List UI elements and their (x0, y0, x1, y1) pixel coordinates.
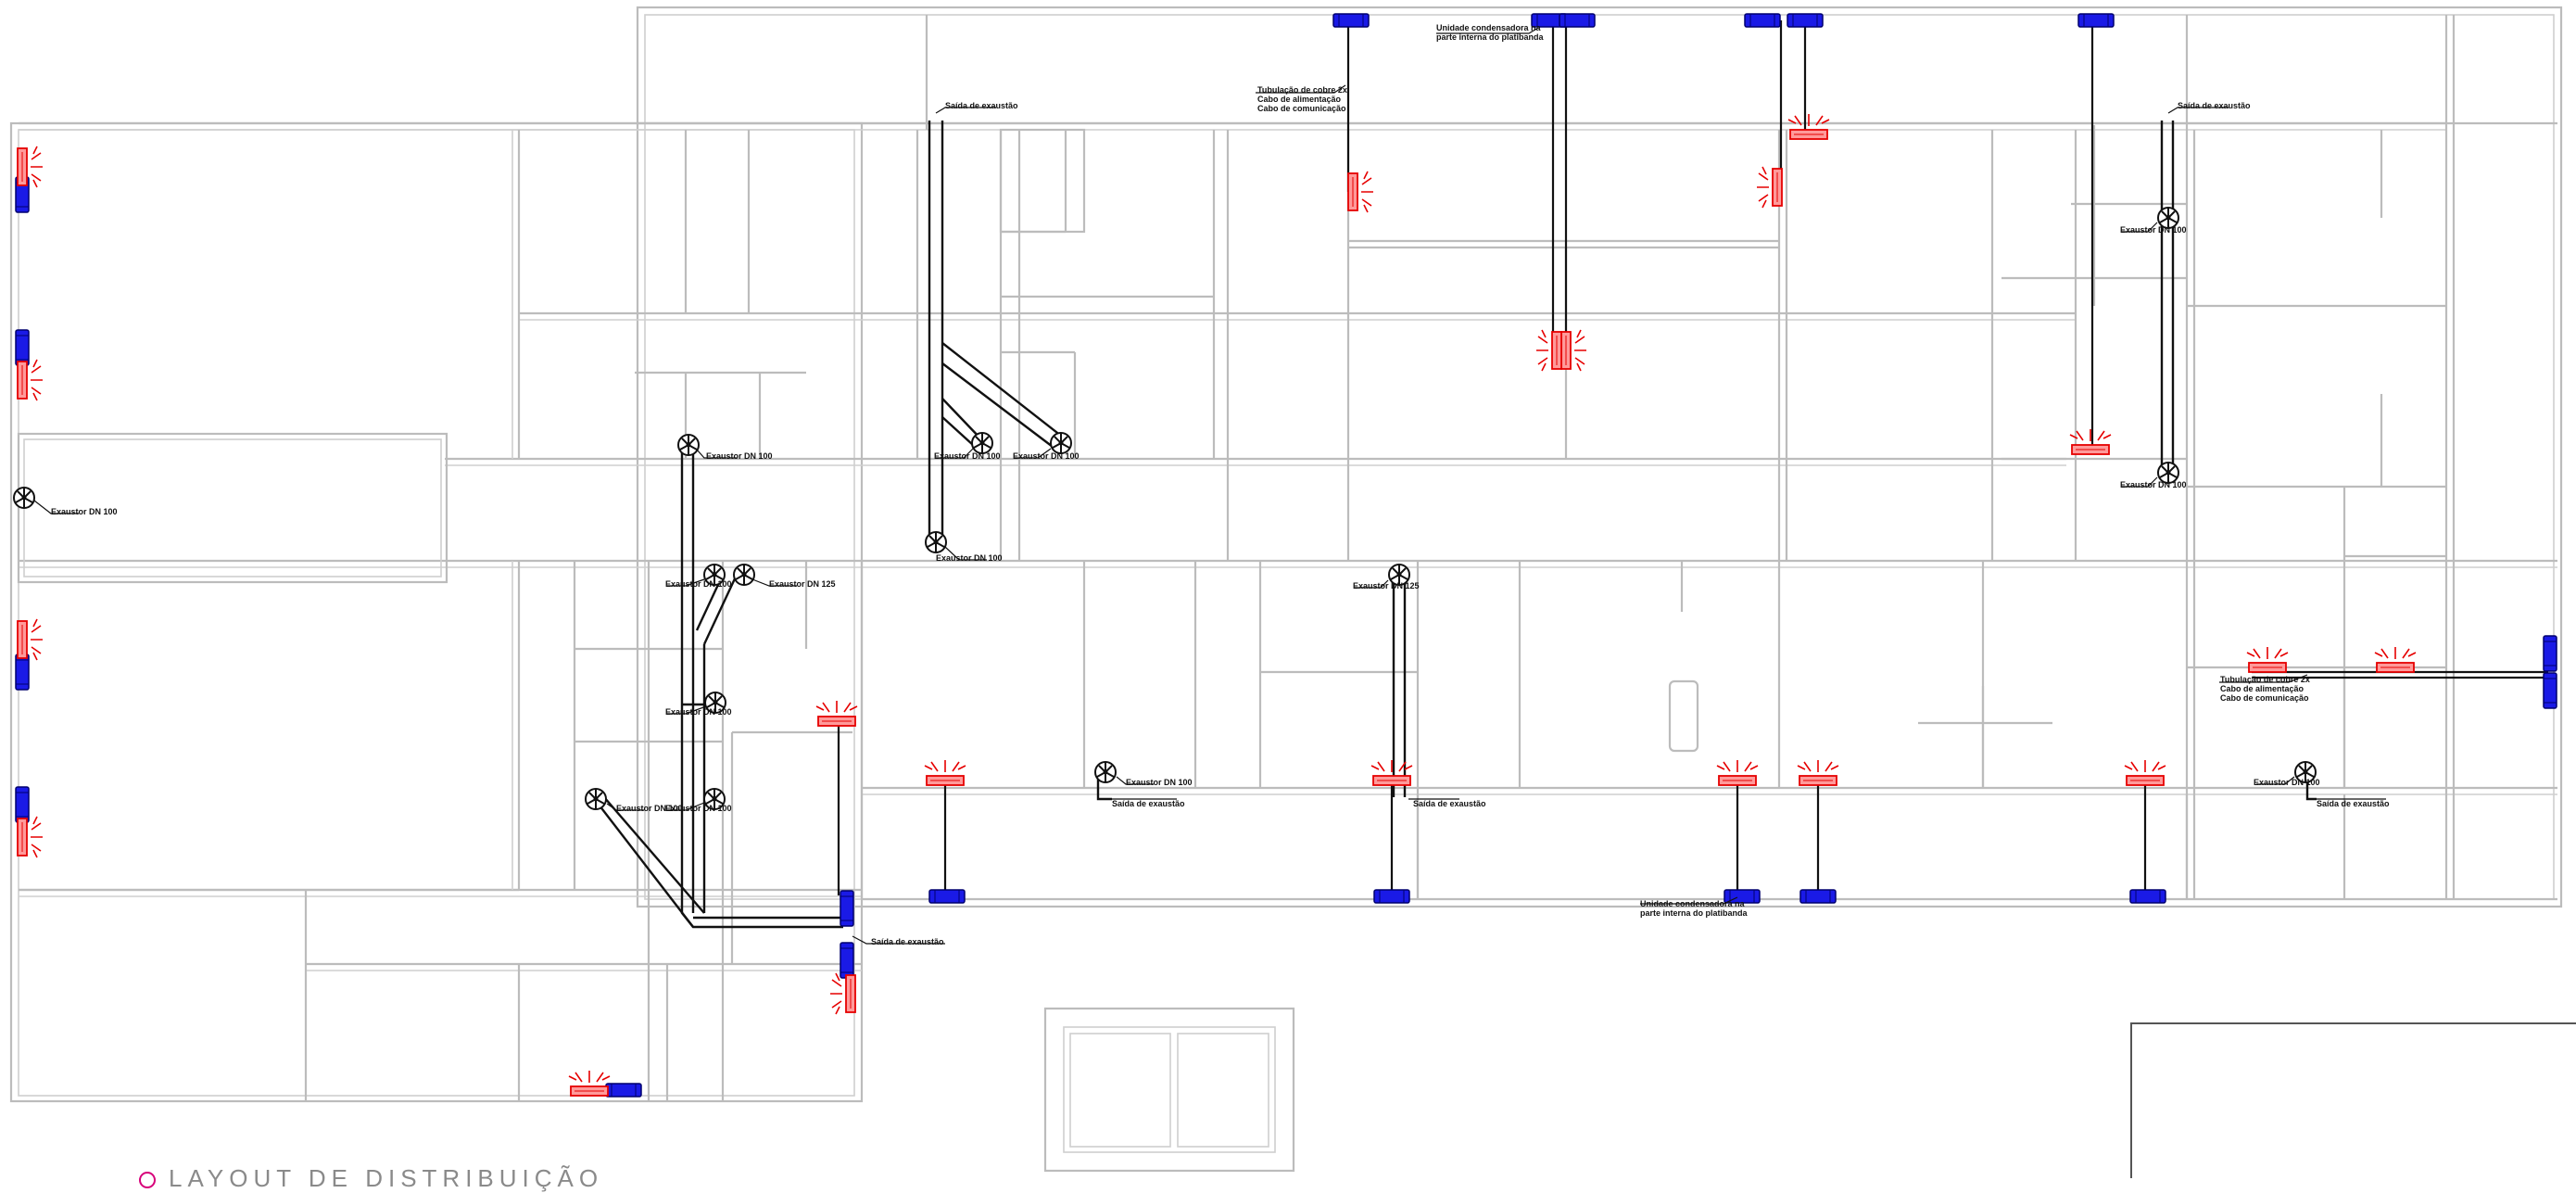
evaporator-unit (568, 1070, 611, 1097)
condenser-unit (1373, 889, 1410, 904)
condenser-unit (2543, 635, 2557, 672)
evaporator-unit (2374, 646, 2417, 673)
label-unidade: parte interna do platibanda (1640, 908, 1749, 918)
exhaust-fan (971, 432, 993, 454)
label-tubulacao: Cabo de alimentação (1257, 95, 1342, 104)
condenser-unit (1787, 13, 1824, 28)
label-exaustor: Exaustor DN 100 (665, 579, 732, 589)
exhaust-fan (585, 788, 607, 810)
evaporator-unit (17, 146, 44, 188)
evaporator-unit (2246, 646, 2289, 673)
title-text: LAYOUT DE DISTRIBUIÇÃO (169, 1164, 604, 1192)
refrigerant-lines (612, 20, 2548, 1096)
condenser-unit (2129, 889, 2166, 904)
label-saida-exaustao: Saída de exaustão (871, 937, 944, 946)
label-unidade: parte interna do platibanda (1436, 32, 1545, 42)
label-saida-exaustao: Saída de exaustão (2317, 799, 2390, 808)
label-saida-exaustao: Saída de exaustão (1413, 799, 1486, 808)
exhaust-fan (1094, 761, 1117, 783)
evaporator-unit (1756, 166, 1783, 209)
label-exaustor: Exaustor DN 100 (2120, 225, 2187, 235)
exhaust-fan (1050, 432, 1072, 454)
exhaust-fan (13, 487, 35, 509)
label-exaustor: Exaustor DN 100 (51, 507, 118, 516)
drawing-title: LAYOUT DE DISTRIBUIÇÃO (139, 1164, 603, 1193)
evaporator-unit (1716, 759, 1759, 786)
condenser-unit (1332, 13, 1370, 28)
label-tubulacao: Tubulação de cobre 2x (2220, 675, 2310, 684)
evaporator-unit (17, 618, 44, 661)
label-exaustor: Exaustor DN 100 (2120, 480, 2187, 489)
exhaust-fan (677, 434, 700, 456)
label-exaustor: Exaustor DN 100 (1126, 778, 1193, 787)
condenser-unit (1799, 889, 1837, 904)
label-exaustor: Exaustor DN 100 (2254, 778, 2320, 787)
label-tubulacao: Cabo de comunicação (1257, 104, 1346, 113)
label-tubulacao: Cabo de alimentação (2220, 684, 2305, 693)
evaporator-unit (1797, 759, 1839, 786)
title-marker-icon (139, 1172, 156, 1189)
condenser-unit (840, 942, 854, 979)
label-saida-exaustao: Saída de exaustão (2178, 101, 2251, 110)
condenser-unit (15, 786, 30, 823)
label-exaustor: Exaustor DN 100 (706, 451, 773, 461)
label-exaustor: Exaustor DN 100 (936, 553, 1003, 563)
exhaust-fan (733, 564, 755, 586)
condenser-unit (15, 329, 30, 366)
label-saida-exaustao: Saída de exaustão (1112, 799, 1185, 808)
label-exaustor: Exaustor DN 100 (1013, 451, 1080, 461)
condenser-units (15, 13, 2557, 1098)
label-unidade: Unidade condensadora na (1436, 23, 1542, 32)
evaporator-unit (1560, 329, 1587, 372)
condenser-unit (605, 1083, 642, 1098)
exhaust-fan (925, 531, 947, 553)
condenser-unit (2077, 13, 2115, 28)
evaporator-unit (924, 759, 966, 786)
exhaust-ducts (592, 121, 2317, 929)
label-exaustor: Exaustor DN 100 (616, 804, 683, 813)
evaporator-unit (1347, 171, 1374, 213)
evaporator-units (17, 113, 2417, 1097)
condenser-unit (15, 654, 30, 691)
condenser-unit (928, 889, 966, 904)
label-saida-exaustao: Saída de exaustão (945, 101, 1018, 110)
evaporator-unit (2124, 759, 2166, 786)
condenser-unit (1559, 13, 1596, 28)
label-exaustor: Exaustor DN 125 (769, 579, 836, 589)
label-exaustor: Exaustor DN 100 (665, 804, 732, 813)
evaporator-unit (829, 972, 856, 1015)
condenser-unit (2543, 672, 2557, 709)
label-exaustor: Exaustor DN 100 (665, 707, 732, 717)
condenser-unit (1744, 13, 1781, 28)
label-unidade: Unidade condensadora na (1640, 899, 1746, 908)
annotations: Exaustor DN 100 Exaustor DN 100 Exaustor… (33, 23, 2390, 946)
label-tubulacao: Tubulação de cobre 2x (1257, 85, 1347, 95)
evaporator-unit (815, 700, 858, 727)
evaporator-unit (17, 816, 44, 858)
evaporator-unit (1787, 113, 1830, 140)
label-tubulacao: Cabo de comunicação (2220, 693, 2309, 703)
exhaust-fans (13, 207, 2317, 810)
walls (9, 6, 2576, 1178)
condenser-unit (840, 890, 854, 927)
evaporator-unit (17, 359, 44, 401)
evaporator-unit (1370, 759, 1413, 786)
label-exaustor: Exaustor DN 100 (934, 451, 1001, 461)
label-exaustor: Exaustor DN 125 (1353, 581, 1420, 590)
evaporator-unit (1535, 329, 1562, 372)
